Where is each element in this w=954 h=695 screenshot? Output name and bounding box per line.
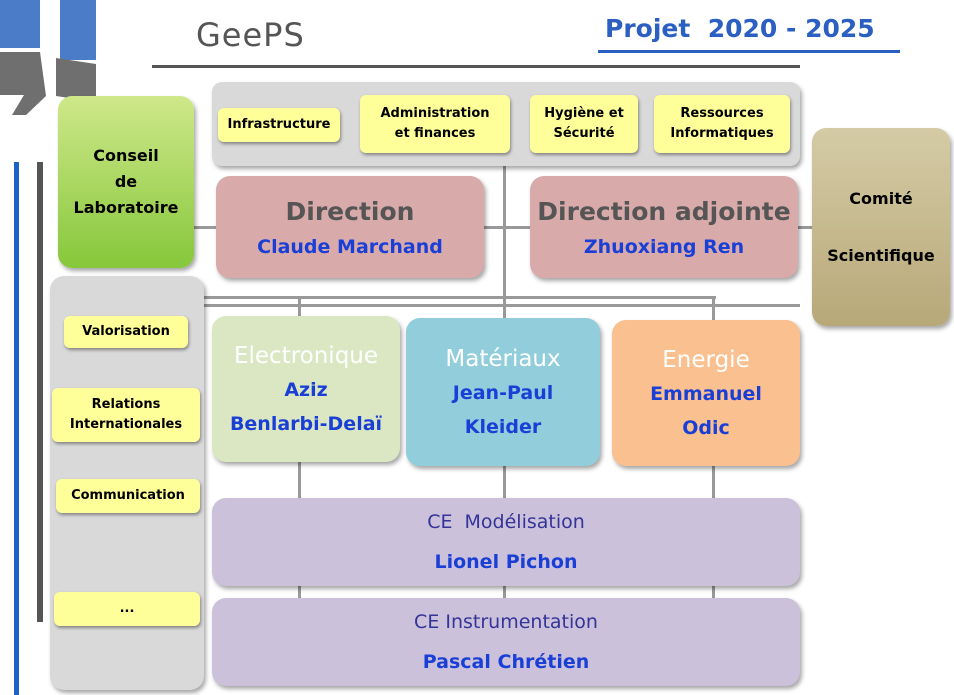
pole-electronique-name2: Benlarbi-Delaï: [229, 413, 383, 435]
connector: [204, 296, 716, 299]
project-title: Projet 2020 - 2025: [605, 14, 875, 43]
conseil-laboratoire-box: Conseil de Laboratoire: [58, 96, 194, 268]
pole-materiaux-box: Matériaux Jean-Paul Kleider: [406, 318, 600, 466]
connector: [204, 304, 800, 307]
direction-box: Direction Claude Marchand: [216, 176, 484, 278]
ce-instrumentation-title: CE Instrumentation: [414, 611, 598, 633]
direction-adjointe-title: Direction adjointe: [537, 196, 791, 226]
pole-energie-box: Energie Emmanuel Odic: [612, 320, 800, 466]
connector: [712, 584, 715, 598]
tag-communication: Communication: [56, 479, 200, 513]
pole-energie-title: Energie: [662, 347, 750, 373]
pole-electronique-name1: Aziz: [284, 379, 328, 401]
pole-materiaux-title: Matériaux: [445, 346, 561, 372]
direction-adjointe-box: Direction adjointe Zhuoxiang Ren: [530, 176, 798, 278]
direction-name: Claude Marchand: [257, 235, 443, 258]
pole-electronique-title: Electronique: [233, 343, 379, 369]
comite-scientifique-box: Comité Scientifique: [812, 128, 950, 326]
connector: [484, 226, 532, 229]
conseil-line2: de: [114, 172, 138, 191]
conseil-line3: Laboratoire: [73, 198, 179, 217]
direction-title: Direction: [285, 196, 415, 226]
project-title-underline: [598, 50, 900, 53]
pole-materiaux-name2: Kleider: [464, 416, 542, 438]
tag-valorisation: Valorisation: [64, 316, 188, 348]
ce-modelisation-name: Lionel Pichon: [434, 551, 578, 573]
direction-adjointe-name: Zhuoxiang Ren: [583, 235, 745, 258]
tag-ressources-informatiques: Ressources Informatiques: [654, 95, 790, 153]
tag-relations-internationales: Relations Internationales: [52, 388, 200, 442]
geeps-logo-text: GeePS: [196, 16, 305, 54]
pole-electronique-box: Electronique Aziz Benlarbi-Delaï: [212, 316, 400, 462]
connector: [503, 584, 506, 598]
connector: [192, 226, 218, 229]
tag-ellipsis: ...: [54, 592, 200, 626]
ce-modelisation-title: CE Modélisation: [427, 511, 585, 533]
pole-energie-name1: Emmanuel: [650, 383, 762, 405]
pole-energie-name2: Odic: [682, 417, 730, 439]
ce-modelisation-box: CE Modélisation Lionel Pichon: [212, 498, 800, 586]
tag-administration-finances: Administration et finances: [360, 95, 510, 153]
conseil-line1: Conseil: [93, 146, 159, 165]
ce-instrumentation-name: Pascal Chrétien: [422, 651, 590, 673]
header-rule: [152, 65, 800, 68]
connector: [798, 226, 814, 229]
pole-materiaux-name1: Jean-Paul: [452, 382, 554, 404]
left-rule-blue: [14, 162, 19, 695]
comite-line1: Comité: [849, 189, 913, 208]
comite-line2: Scientifique: [827, 246, 935, 265]
left-rule-dark: [37, 162, 43, 622]
ce-instrumentation-box: CE Instrumentation Pascal Chrétien: [212, 598, 800, 686]
tag-hygiene-securite: Hygiène et Sécurité: [530, 95, 638, 153]
connector: [298, 584, 301, 598]
tag-infrastructure: Infrastructure: [218, 108, 340, 142]
